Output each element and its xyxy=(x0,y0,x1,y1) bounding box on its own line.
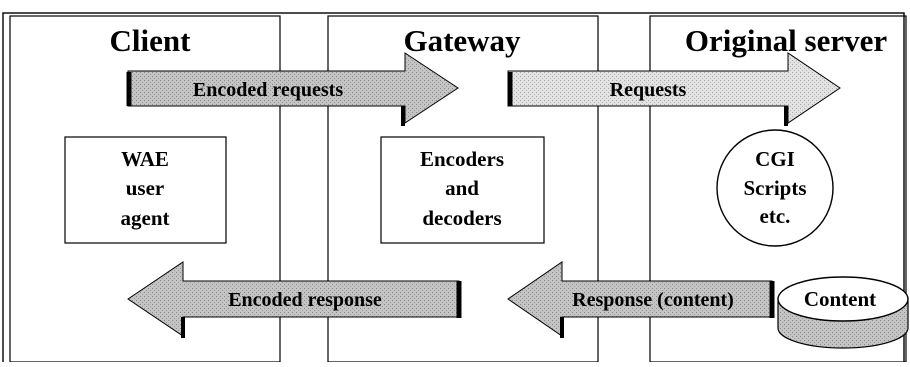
wae-line-1: WAE xyxy=(121,147,169,171)
cgi-line-1: CGI xyxy=(755,147,795,171)
client-title: Client xyxy=(110,23,192,58)
cgi-line-3: etc. xyxy=(760,204,791,228)
encoded-requests-arrow: Encoded requests xyxy=(126,52,459,126)
cgi-scripts-circle: CGI Scripts etc. xyxy=(716,129,834,247)
gateway-title: Gateway xyxy=(403,23,521,58)
encoders-line-2: and xyxy=(445,176,479,200)
content-label: Content xyxy=(804,287,876,311)
requests-arrow: Requests xyxy=(507,52,841,126)
encoded-requests-label: Encoded requests xyxy=(193,79,343,101)
encoders-decoders-box: Encoders and decoders xyxy=(380,136,545,244)
cgi-line-2: Scripts xyxy=(744,176,807,200)
encoders-line-1: Encoders xyxy=(420,147,504,171)
response-content-label: Response (content) xyxy=(572,289,734,311)
requests-label: Requests xyxy=(610,79,687,101)
content-database-icon: Content xyxy=(777,276,909,349)
encoded-response-label: Encoded response xyxy=(228,289,382,311)
encoders-line-3: decoders xyxy=(422,206,501,230)
wae-user-agent-box: WAE user agent xyxy=(64,136,227,244)
encoded-response-arrow: Encoded response xyxy=(127,261,462,338)
wae-line-3: agent xyxy=(121,206,170,230)
wae-line-2: user xyxy=(126,176,165,200)
server-title: Original server xyxy=(685,23,888,58)
response-content-arrow: Response (content) xyxy=(507,261,775,338)
